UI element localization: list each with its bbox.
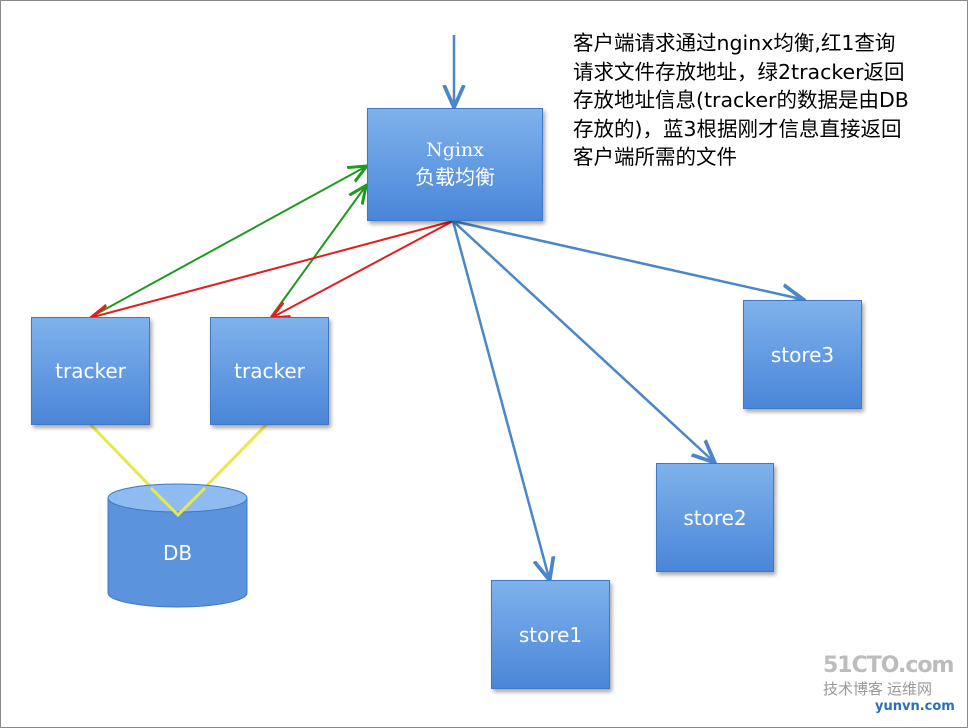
green-arrow-2: [270, 187, 365, 318]
red-arrow-1: [93, 220, 454, 317]
db-label: DB: [162, 541, 193, 565]
blue-arrow-store1: [451, 220, 549, 578]
nginx-node: Nginx 负载均衡: [367, 108, 543, 221]
green-arrow-1: [90, 167, 365, 318]
red-arrow-2: [273, 220, 454, 317]
nginx-sublabel: 负载均衡: [415, 165, 495, 189]
blue-arrow-store3: [452, 219, 801, 299]
watermark-line4: yunvn.com: [875, 699, 955, 714]
db-cylinder: [107, 483, 248, 608]
store3-node: store3: [743, 300, 862, 409]
store1-node: store1: [491, 580, 610, 689]
watermark-line3: 运维网: [887, 680, 933, 698]
store2-node: store2: [656, 463, 774, 572]
watermark-line2: 技术博客: [823, 680, 884, 698]
nginx-label: Nginx: [426, 139, 484, 161]
watermark-logo: 51CTO.com 技术博客 运维网 yunvn.com: [823, 653, 963, 725]
watermark-line1: 51CTO.com: [823, 653, 954, 678]
db-links-top: [149, 486, 207, 518]
blue-arrow-store2: [452, 220, 713, 461]
description-text: 客户端请求通过nginx均衡,红1查询 请求文件存放地址，绿2tracker返回…: [573, 31, 909, 169]
tracker-node-1: tracker: [31, 317, 150, 425]
tracker-node-2: tracker: [210, 317, 329, 425]
